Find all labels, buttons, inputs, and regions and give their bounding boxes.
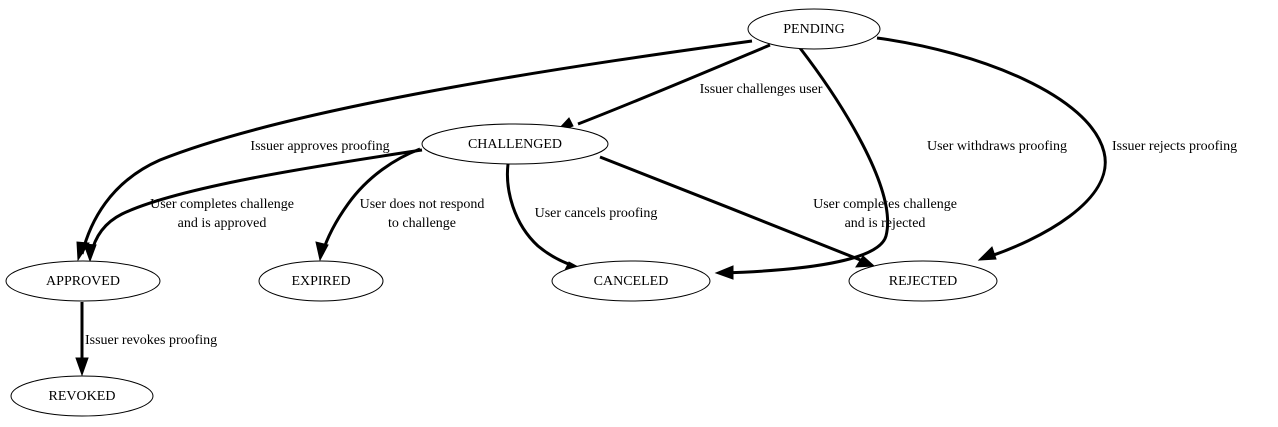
edge-pending-rejected[interactable] bbox=[876, 36, 1107, 261]
edge-label-pending-approved: Issuer approves proofing bbox=[250, 139, 389, 154]
node-challenged-label: CHALLENGED bbox=[468, 137, 562, 152]
edge-pending-rejected-arrowhead bbox=[977, 246, 997, 261]
edge-challenged-rejected[interactable] bbox=[599, 155, 876, 268]
edge-label-challenged-rejected-line2: and is rejected bbox=[845, 216, 926, 231]
node-rejected-label: REJECTED bbox=[889, 274, 957, 289]
node-canceled-label: CANCELED bbox=[594, 274, 669, 289]
node-canceled-ellipse bbox=[551, 260, 711, 302]
node-revoked-label: REVOKED bbox=[49, 389, 116, 404]
node-expired-ellipse bbox=[258, 260, 384, 302]
node-challenged-ellipse bbox=[421, 123, 609, 165]
node-revoked[interactable]: REVOKED bbox=[10, 375, 154, 417]
edge-challenged-rejected-path bbox=[599, 155, 869, 265]
edge-challenged-approved-arrowhead bbox=[83, 243, 97, 263]
node-pending[interactable]: PENDING bbox=[747, 8, 881, 50]
edge-pending-rejected-path bbox=[876, 36, 1107, 260]
node-expired[interactable]: EXPIRED bbox=[258, 260, 384, 302]
edge-pending-challenged-path bbox=[577, 43, 771, 126]
edge-label-challenged-canceled: User cancels proofing bbox=[535, 206, 658, 221]
edge-label-challenged-rejected-line1: User completes challenge bbox=[813, 197, 957, 212]
edge-approved-revoked-arrowhead bbox=[75, 357, 89, 377]
edge-label-approved-revoked: Issuer revokes proofing bbox=[85, 333, 217, 348]
edge-label-challenged-expired-line2: to challenge bbox=[388, 216, 456, 231]
edge-challenged-expired-path bbox=[320, 147, 421, 255]
node-challenged[interactable]: CHALLENGED bbox=[421, 123, 609, 165]
edge-approved-revoked[interactable] bbox=[75, 302, 89, 377]
edge-label-challenged-expired-line1: User does not respond bbox=[360, 197, 485, 212]
edge-labels-layer: Issuer challenges user Issuer approves p… bbox=[85, 82, 1237, 348]
edge-label-challenged-approved-line2: and is approved bbox=[178, 216, 267, 231]
nodes-layer: PENDING CHALLENGED APPROVED EXPIRED CANC… bbox=[5, 8, 998, 417]
edge-challenged-approved-path bbox=[89, 148, 423, 256]
edge-pending-approved-path bbox=[80, 39, 753, 255]
node-pending-label: PENDING bbox=[783, 22, 844, 37]
edge-label-pending-canceled: User withdraws proofing bbox=[927, 139, 1067, 154]
edge-pending-canceled[interactable] bbox=[714, 47, 889, 280]
node-revoked-ellipse bbox=[10, 375, 154, 417]
edge-pending-canceled-path bbox=[721, 47, 889, 275]
edge-challenged-canceled-path bbox=[505, 163, 575, 268]
node-rejected-ellipse bbox=[848, 260, 998, 302]
node-expired-label: EXPIRED bbox=[291, 274, 350, 289]
edge-label-challenged-approved-line1: User completes challenge bbox=[150, 197, 294, 212]
node-approved[interactable]: APPROVED bbox=[5, 260, 161, 302]
edge-label-pending-rejected: Issuer rejects proofing bbox=[1112, 139, 1237, 154]
node-pending-ellipse bbox=[747, 8, 881, 50]
edge-challenged-expired-arrowhead bbox=[315, 241, 329, 262]
edge-challenged-approved[interactable] bbox=[83, 148, 423, 263]
node-approved-ellipse bbox=[5, 260, 161, 302]
node-approved-label: APPROVED bbox=[46, 274, 120, 289]
edges-layer bbox=[75, 36, 1107, 377]
edge-challenged-expired[interactable] bbox=[315, 147, 421, 262]
node-canceled[interactable]: CANCELED bbox=[551, 260, 711, 302]
edge-pending-canceled-arrowhead bbox=[714, 265, 734, 280]
node-rejected[interactable]: REJECTED bbox=[848, 260, 998, 302]
edge-label-pending-challenged: Issuer challenges user bbox=[700, 82, 823, 97]
edge-challenged-rejected-arrowhead bbox=[855, 255, 876, 268]
